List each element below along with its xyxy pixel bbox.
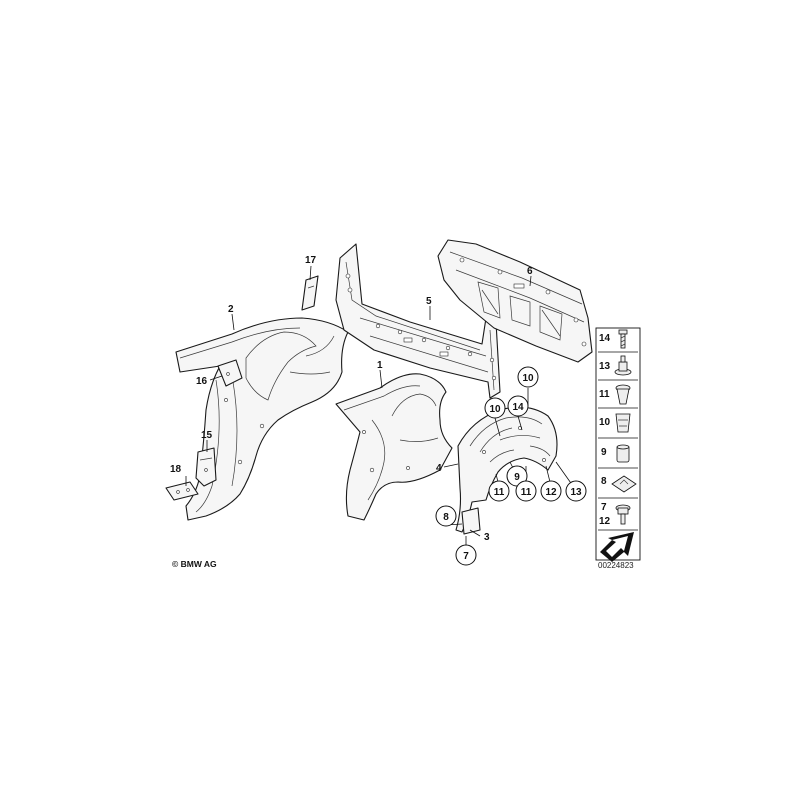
spreading-nut-icon bbox=[616, 444, 630, 463]
legend-label-7: 7 bbox=[601, 502, 607, 513]
grommet-icon bbox=[614, 355, 632, 376]
callout-2: 2 bbox=[228, 304, 234, 315]
pillar-reinforcement-5 bbox=[335, 243, 501, 399]
leader-lines bbox=[185, 265, 574, 546]
callout-16: 16 bbox=[196, 376, 208, 387]
callout-3: 3 bbox=[484, 532, 490, 543]
legend-label-13: 13 bbox=[599, 361, 611, 372]
callout-18: 18 bbox=[170, 464, 182, 475]
wheel-arch-liner-4 bbox=[455, 406, 558, 535]
callout-15: 15 bbox=[201, 430, 213, 441]
legend-label-14: 14 bbox=[599, 333, 611, 344]
expanding-rivet-icon bbox=[615, 384, 631, 405]
callout-10-left: 10 bbox=[489, 404, 501, 415]
legend-label-10: 10 bbox=[599, 417, 611, 428]
callout-1: 1 bbox=[377, 360, 383, 371]
callout-7: 7 bbox=[463, 551, 469, 562]
direction-arrow-icon bbox=[600, 532, 634, 562]
callout-5: 5 bbox=[426, 296, 432, 307]
callout-labels: 2 16 15 18 17 5 6 1 4 3 bbox=[170, 255, 533, 543]
screw-icon bbox=[618, 329, 628, 349]
side-panel-inner bbox=[335, 373, 453, 521]
circled-callouts: 10 10 14 9 11 11 12 13 8 7 bbox=[435, 366, 587, 566]
callout-9: 9 bbox=[514, 472, 520, 483]
callout-11-left: 11 bbox=[494, 487, 505, 498]
callout-14: 14 bbox=[512, 402, 524, 413]
strip-17 bbox=[301, 275, 319, 311]
copyright-text: © BMW AG bbox=[172, 559, 217, 569]
clip-nut-icon bbox=[611, 475, 637, 493]
callout-13: 13 bbox=[570, 487, 582, 498]
legend-label-8: 8 bbox=[601, 476, 607, 487]
diagram-code: 00224823 bbox=[598, 561, 634, 570]
callout-12: 12 bbox=[545, 487, 557, 498]
callout-4: 4 bbox=[436, 463, 442, 474]
callout-11-right: 11 bbox=[521, 487, 532, 498]
legend-label-12: 12 bbox=[599, 516, 611, 527]
callout-6: 6 bbox=[527, 266, 533, 277]
callout-17: 17 bbox=[305, 255, 317, 266]
legend-label-11: 11 bbox=[599, 389, 610, 400]
callout-10-top: 10 bbox=[522, 373, 534, 384]
callout-8: 8 bbox=[443, 512, 449, 523]
legend-label-9: 9 bbox=[601, 447, 607, 458]
rear-panel-6 bbox=[437, 239, 593, 363]
bracket-15 bbox=[195, 447, 217, 487]
plug-icon bbox=[615, 413, 631, 433]
bracket-18 bbox=[165, 481, 199, 501]
bolt-icon bbox=[615, 504, 631, 525]
side-panel-outer bbox=[175, 317, 349, 521]
fasteners-legend: 14 13 11 10 9 bbox=[595, 327, 641, 562]
